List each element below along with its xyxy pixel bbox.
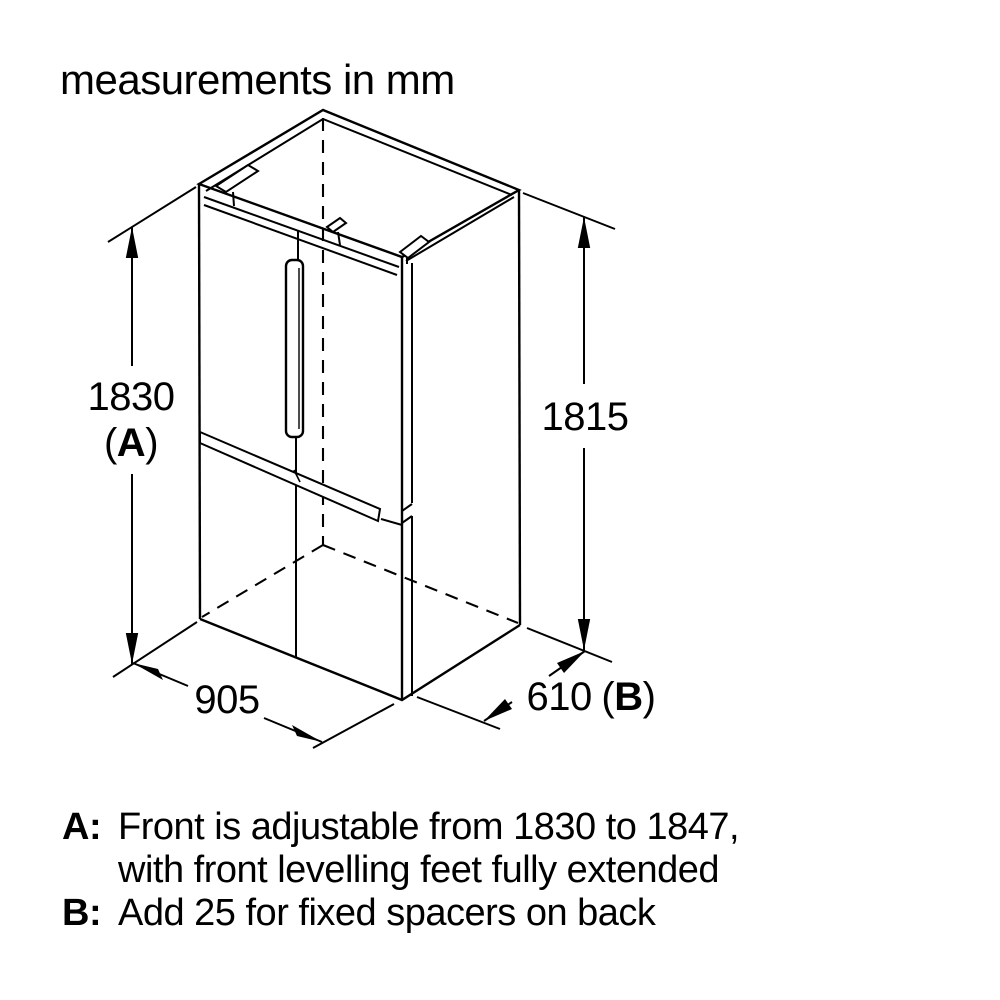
back-height-value: 1815	[541, 395, 629, 439]
note-a-text2: with front levelling feet fully extended	[118, 849, 720, 891]
drawer-handle-bar	[199, 430, 382, 523]
ext-bottom-left	[112, 621, 198, 678]
arrow-905-right	[292, 725, 322, 742]
fridge-outline	[196, 108, 522, 702]
arrow-610-right	[557, 651, 585, 673]
arrow-1830-up	[125, 227, 139, 258]
dim-label-width: 905	[147, 677, 307, 723]
ext-width-far	[312, 703, 395, 749]
front-height-value: 1830	[87, 375, 175, 419]
dimension-lines	[107, 186, 616, 749]
note-a-text1: Front is adjustable from 1830 to 1847,	[118, 806, 740, 848]
handles	[199, 258, 382, 523]
arrow-1815-down	[577, 619, 591, 650]
dim-label-back-height: 1815	[505, 394, 665, 440]
side-top-inner-edge	[405, 196, 515, 262]
arrow-1815-up	[577, 217, 591, 248]
width-value: 905	[194, 678, 260, 722]
diagram-title: measurements in mm	[60, 56, 455, 103]
side-drawer-jog-top	[401, 503, 413, 512]
dim-label-depth: 610(B)	[481, 674, 701, 720]
hidden-bottom-right-edge	[322, 544, 519, 624]
depth-paren-close: )	[642, 675, 656, 719]
door-top-edge	[203, 196, 400, 268]
ext-depth-near	[416, 696, 501, 730]
right-hinge	[398, 234, 431, 260]
ext-bottom-right	[526, 627, 613, 663]
note-a-line2: with front levelling feet fully extended	[118, 849, 739, 892]
drawer-gap-line	[380, 518, 403, 526]
arrow-905-left	[133, 663, 163, 680]
note-a-line1: A: Front is adjustable from 1830 to 1847,	[62, 806, 740, 849]
note-b-text1: Add 25 for fixed spacers on back	[118, 892, 656, 934]
hidden-bottom-left-edge	[201, 544, 324, 618]
door-top-edge-thickness	[203, 204, 398, 276]
top-face	[196, 108, 522, 259]
hinges	[214, 163, 431, 264]
center-hinge-pin	[337, 231, 341, 246]
center-hinge	[325, 216, 348, 234]
note-a-key: A:	[62, 806, 102, 848]
depth-paren-open: (	[601, 675, 615, 719]
front-height-key: A	[116, 421, 146, 465]
back-right-edge	[517, 189, 522, 626]
dimension-arrows	[125, 217, 591, 742]
footnotes: A: Front is adjustable from 1830 to 1847,…	[62, 806, 740, 935]
depth-value: 610	[526, 675, 593, 719]
ext-top-right	[522, 192, 616, 230]
front-height-paren-open: (	[103, 421, 117, 465]
left-hinge-pin	[232, 191, 235, 207]
note-b-line1: B: Add 25 for fixed spacers on back	[62, 892, 739, 935]
ext-top-left	[107, 186, 197, 243]
hidden-edges	[201, 118, 519, 624]
arrow-1830-down	[125, 633, 139, 664]
door-handle	[284, 258, 305, 439]
arrow-610-left	[484, 699, 512, 721]
top-face-inner-edge	[205, 117, 513, 196]
depth-key: B	[614, 675, 643, 719]
drawer-handle-joint	[293, 469, 301, 483]
side-drawer-jog-bottom	[401, 515, 413, 524]
dim-label-front-height: 1830 (A)	[51, 374, 211, 466]
front-height-paren-close: )	[145, 421, 159, 465]
front-left-edge	[197, 183, 202, 620]
left-hinge	[214, 163, 260, 194]
note-b-key: B:	[62, 892, 102, 934]
